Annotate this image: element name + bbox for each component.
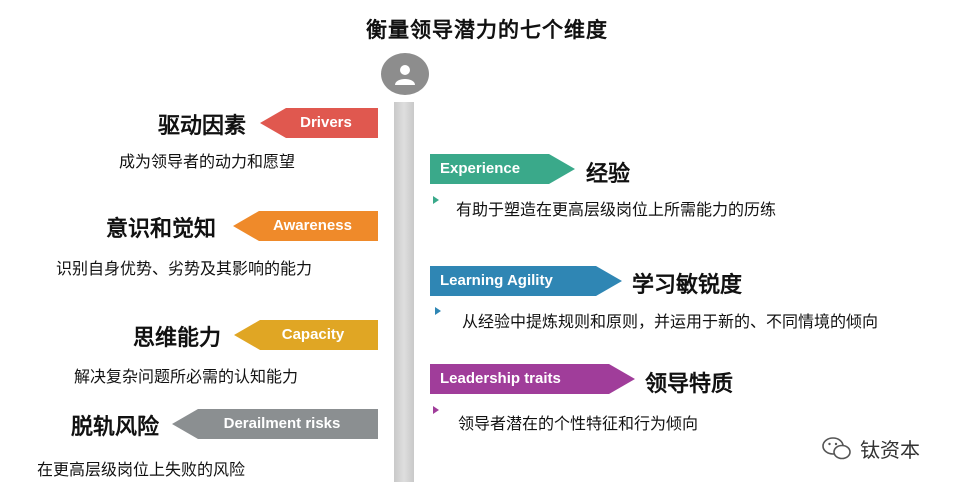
learning-agility-bullet [435, 307, 441, 315]
center-spine [394, 102, 414, 482]
leadership-traits-bullet [433, 406, 439, 414]
awareness-desc: 识别自身优势、劣势及其影响的能力 [56, 259, 313, 278]
learning-agility-tag: Learning Agility [430, 266, 622, 296]
derailment-desc: 在更高层级岗位上失败的风险 [37, 460, 246, 479]
leadership-traits-desc: 领导者潜在的个性特征和行为倾向 [458, 414, 699, 433]
awareness-heading: 意识和觉知 [106, 217, 217, 242]
experience-heading: 经验 [586, 162, 631, 187]
capacity-desc: 解决复杂问题所必需的认知能力 [74, 367, 299, 386]
person-icon [381, 53, 429, 95]
learning-agility-desc: 从经验中提炼规则和原则，并运用于新的、不同情境的倾向 [462, 312, 879, 331]
drivers-desc: 成为领导者的动力和愿望 [119, 152, 296, 171]
derailment-tag: Derailment risks [172, 409, 378, 439]
experience-desc: 有助于塑造在更高层级岗位上所需能力的历练 [456, 200, 777, 219]
capacity-heading: 思维能力 [133, 326, 222, 351]
awareness-tag: Awareness [233, 211, 378, 241]
drivers-heading: 驱动因素 [158, 114, 247, 139]
leadership-traits-tag: Leadership traits [430, 364, 635, 394]
page-title: 衡量领导潜力的七个维度 [366, 18, 608, 42]
derailment-heading: 脱轨风险 [71, 415, 160, 440]
capacity-tag: Capacity [234, 320, 378, 350]
learning-agility-heading: 学习敏锐度 [632, 273, 743, 298]
watermark-text: 钛资本 [860, 438, 920, 462]
experience-bullet [433, 196, 439, 204]
wechat-icon [822, 437, 851, 460]
leadership-traits-heading: 领导特质 [645, 372, 734, 397]
experience-tag: Experience [430, 154, 575, 184]
drivers-tag: Drivers [260, 108, 378, 138]
